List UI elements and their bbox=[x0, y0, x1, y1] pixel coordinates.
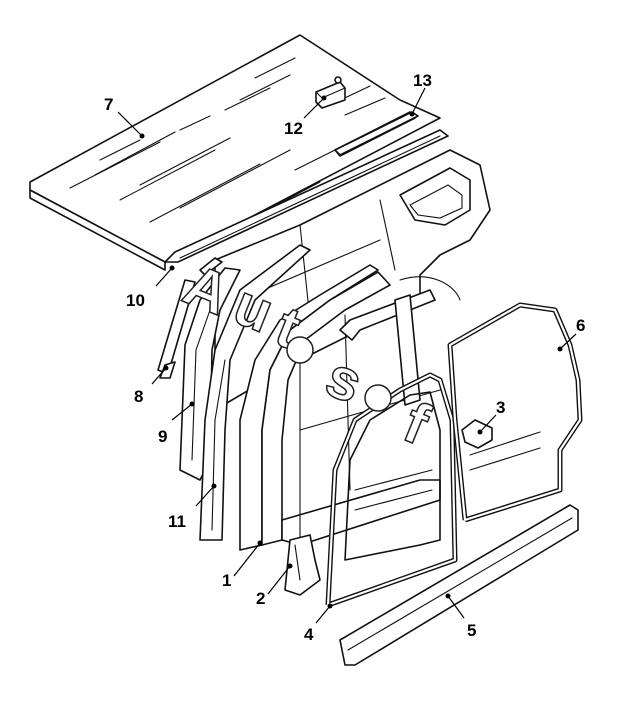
sill-panel bbox=[339, 504, 579, 666]
svg-text:8: 8 bbox=[134, 387, 143, 406]
inner-a-pillar-panel bbox=[199, 244, 311, 541]
rocker-bracket bbox=[284, 534, 321, 596]
svg-text:7: 7 bbox=[104, 95, 113, 114]
callout-9: 9 bbox=[158, 401, 195, 446]
front-door-seal bbox=[325, 372, 458, 608]
callout-1: 1 bbox=[222, 540, 263, 590]
callout-10: 10 bbox=[126, 265, 175, 310]
svg-text:13: 13 bbox=[413, 71, 432, 90]
svg-text:3: 3 bbox=[496, 398, 505, 417]
callout-11: 11 bbox=[168, 483, 217, 531]
svg-text:4: 4 bbox=[304, 625, 314, 644]
b-pillar bbox=[339, 289, 436, 406]
callout-3: 3 bbox=[477, 398, 505, 435]
svg-text:9: 9 bbox=[158, 427, 167, 446]
side-roof-rail bbox=[164, 129, 449, 263]
callout-2: 2 bbox=[256, 563, 293, 608]
svg-text:10: 10 bbox=[126, 291, 145, 310]
svg-text:12: 12 bbox=[284, 119, 303, 138]
callout-12: 12 bbox=[284, 95, 327, 138]
svg-text:1: 1 bbox=[222, 571, 231, 590]
callout-8: 8 bbox=[134, 365, 169, 406]
roof-bracket bbox=[315, 76, 346, 109]
callout-7: 7 bbox=[104, 95, 145, 139]
callout-13: 13 bbox=[409, 71, 432, 117]
svg-text:6: 6 bbox=[576, 316, 585, 335]
roof-rail-strip bbox=[334, 111, 419, 156]
rear-door-seal bbox=[447, 302, 583, 523]
svg-text:s: s bbox=[317, 344, 371, 416]
front-door-inner-frame bbox=[344, 391, 441, 561]
rear-door-bracket bbox=[461, 419, 541, 471]
callout-5: 5 bbox=[445, 593, 476, 640]
svg-text:2: 2 bbox=[256, 589, 265, 608]
callout-4: 4 bbox=[304, 603, 333, 644]
callout-6: 6 bbox=[557, 316, 585, 352]
svg-text:11: 11 bbox=[168, 512, 186, 531]
svg-text:5: 5 bbox=[467, 621, 476, 640]
